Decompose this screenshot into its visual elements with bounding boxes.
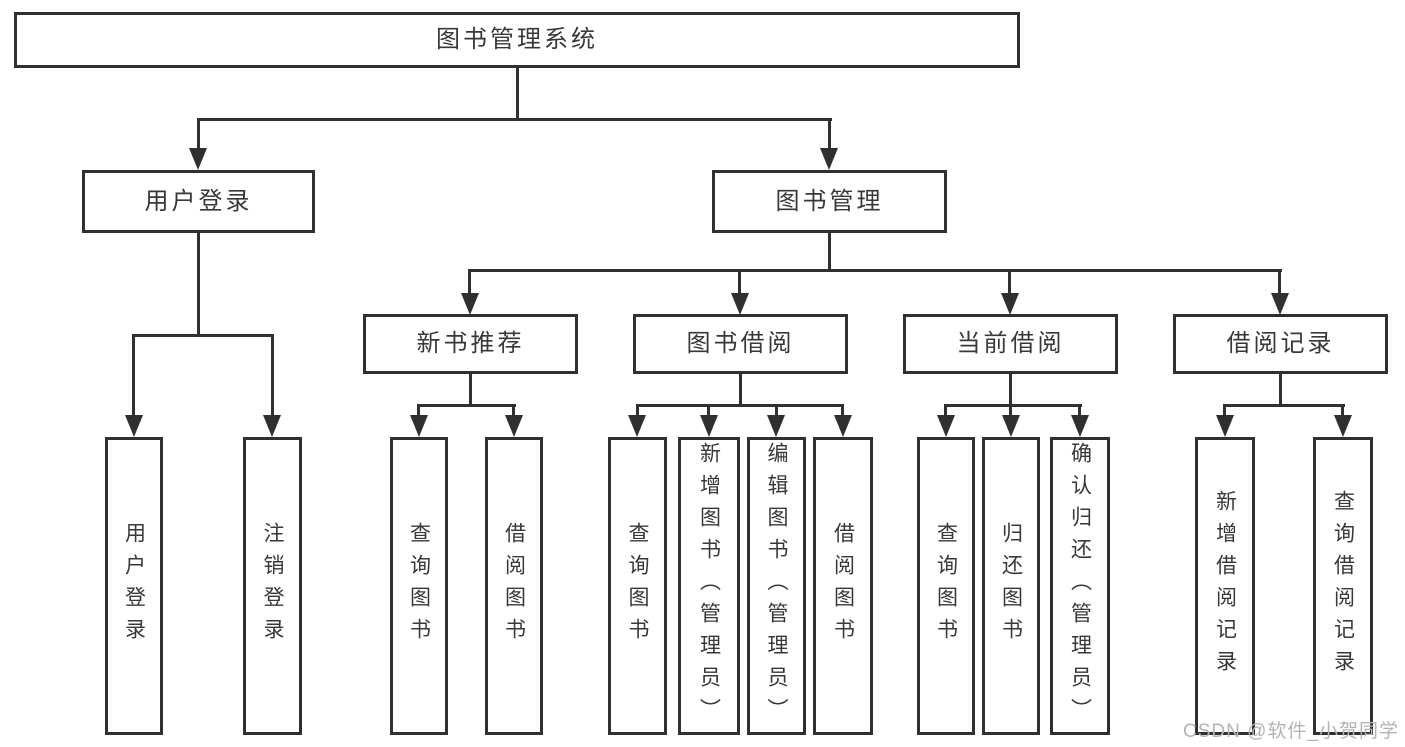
edge-bookmgmt-stub-3 [1008,269,1011,297]
edge-bb-vline [739,374,742,406]
arrowhead-cb-query-books [937,415,955,437]
edge-root-rail [197,118,832,121]
node-leaf-bb-add-books-admin: 新增图书（管理员） [678,437,740,735]
node-new-book-recommend: 新书推荐 [363,314,578,374]
node-user-login: 用户登录 [82,170,315,233]
edge-bb-stub-1 [636,404,639,419]
arrowhead-cb-return-books [1002,415,1020,437]
arrowhead-bb-edit-books [767,415,785,437]
node-book-borrowing: 图书借阅 [633,314,848,374]
arrowhead-current-borrowing [1001,293,1019,315]
arrowhead-user-login [189,148,207,170]
node-leaf-bb-query-books: 查询图书 [608,437,667,735]
edge-userlogin-stub-2 [271,334,274,419]
arrowhead-new-book-recommend [461,293,479,315]
edge-br-vline [1279,374,1282,406]
edge-cb-stub-2 [1009,404,1012,419]
arrowhead-leaf-user-login [125,415,143,437]
edge-cb-vline [1009,374,1012,406]
edge-root-stub-right [828,118,831,152]
edge-bookmgmt-rail [468,269,1282,272]
edge-br-stub-1 [1223,404,1226,419]
node-leaf-nb-query-books: 查询图书 [390,437,448,735]
edge-cb-stub-3 [1078,404,1081,419]
arrowhead-br-add-record [1216,415,1234,437]
node-leaf-user-login: 用户登录 [105,437,163,735]
arrowhead-leaf-logout [263,415,281,437]
node-leaf-cb-query-books: 查询图书 [917,437,975,735]
arrowhead-br-query-record [1334,415,1352,437]
edge-bb-stub-3 [775,404,778,419]
edge-userlogin-rail [132,334,274,337]
arrowhead-bb-add-books [700,415,718,437]
arrowhead-book-borrowing [731,293,749,315]
node-leaf-cb-return-books: 归还图书 [982,437,1040,735]
node-leaf-nb-borrow-books: 借阅图书 [485,437,543,735]
arrowhead-cb-confirm-return [1071,415,1089,437]
edge-nb-vline [469,374,472,406]
node-leaf-bb-edit-books-admin: 编辑图书（管理员） [747,437,806,735]
edge-bookmgmt-stub-1 [468,269,471,297]
node-leaf-br-add-record: 新增借阅记录 [1195,437,1255,735]
edge-root-vline [516,66,519,121]
arrowhead-bb-borrow-books [834,415,852,437]
edge-bookmgmt-vline [828,233,831,272]
edge-nb-rail [417,404,516,407]
edge-bb-stub-2 [707,404,710,419]
arrowhead-book-management [820,148,838,170]
arrowhead-nb-borrow-books [505,415,523,437]
edge-bookmgmt-stub-2 [738,269,741,297]
edge-br-rail [1223,404,1345,407]
node-leaf-bb-borrow-books: 借阅图书 [813,437,873,735]
edge-cb-stub-1 [944,404,947,419]
node-leaf-logout: 注销登录 [243,437,302,735]
edge-userlogin-vline [197,233,200,337]
node-book-management: 图书管理 [712,170,947,233]
edge-nb-stub-2 [512,404,515,419]
arrowhead-nb-query-books [410,415,428,437]
node-root-library-system: 图书管理系统 [14,12,1020,68]
node-leaf-cb-confirm-return-admin: 确认归还（管理员） [1050,437,1110,735]
node-borrowing-records: 借阅记录 [1173,314,1388,374]
node-leaf-br-query-record: 查询借阅记录 [1313,437,1373,735]
edge-bookmgmt-stub-4 [1278,269,1281,297]
arrowhead-bb-query-books [628,415,646,437]
edge-root-stub-left [197,118,200,152]
edge-bb-rail [636,404,844,407]
edge-nb-stub-1 [417,404,420,419]
node-current-borrowing: 当前借阅 [903,314,1118,374]
edge-br-stub-2 [1341,404,1344,419]
edge-bb-stub-4 [841,404,844,419]
edge-cb-rail [944,404,1082,407]
arrowhead-borrowing-records [1271,293,1289,315]
csdn-watermark: CSDN @软件_小贺同学 [1183,721,1399,742]
edge-userlogin-stub-1 [132,334,135,419]
